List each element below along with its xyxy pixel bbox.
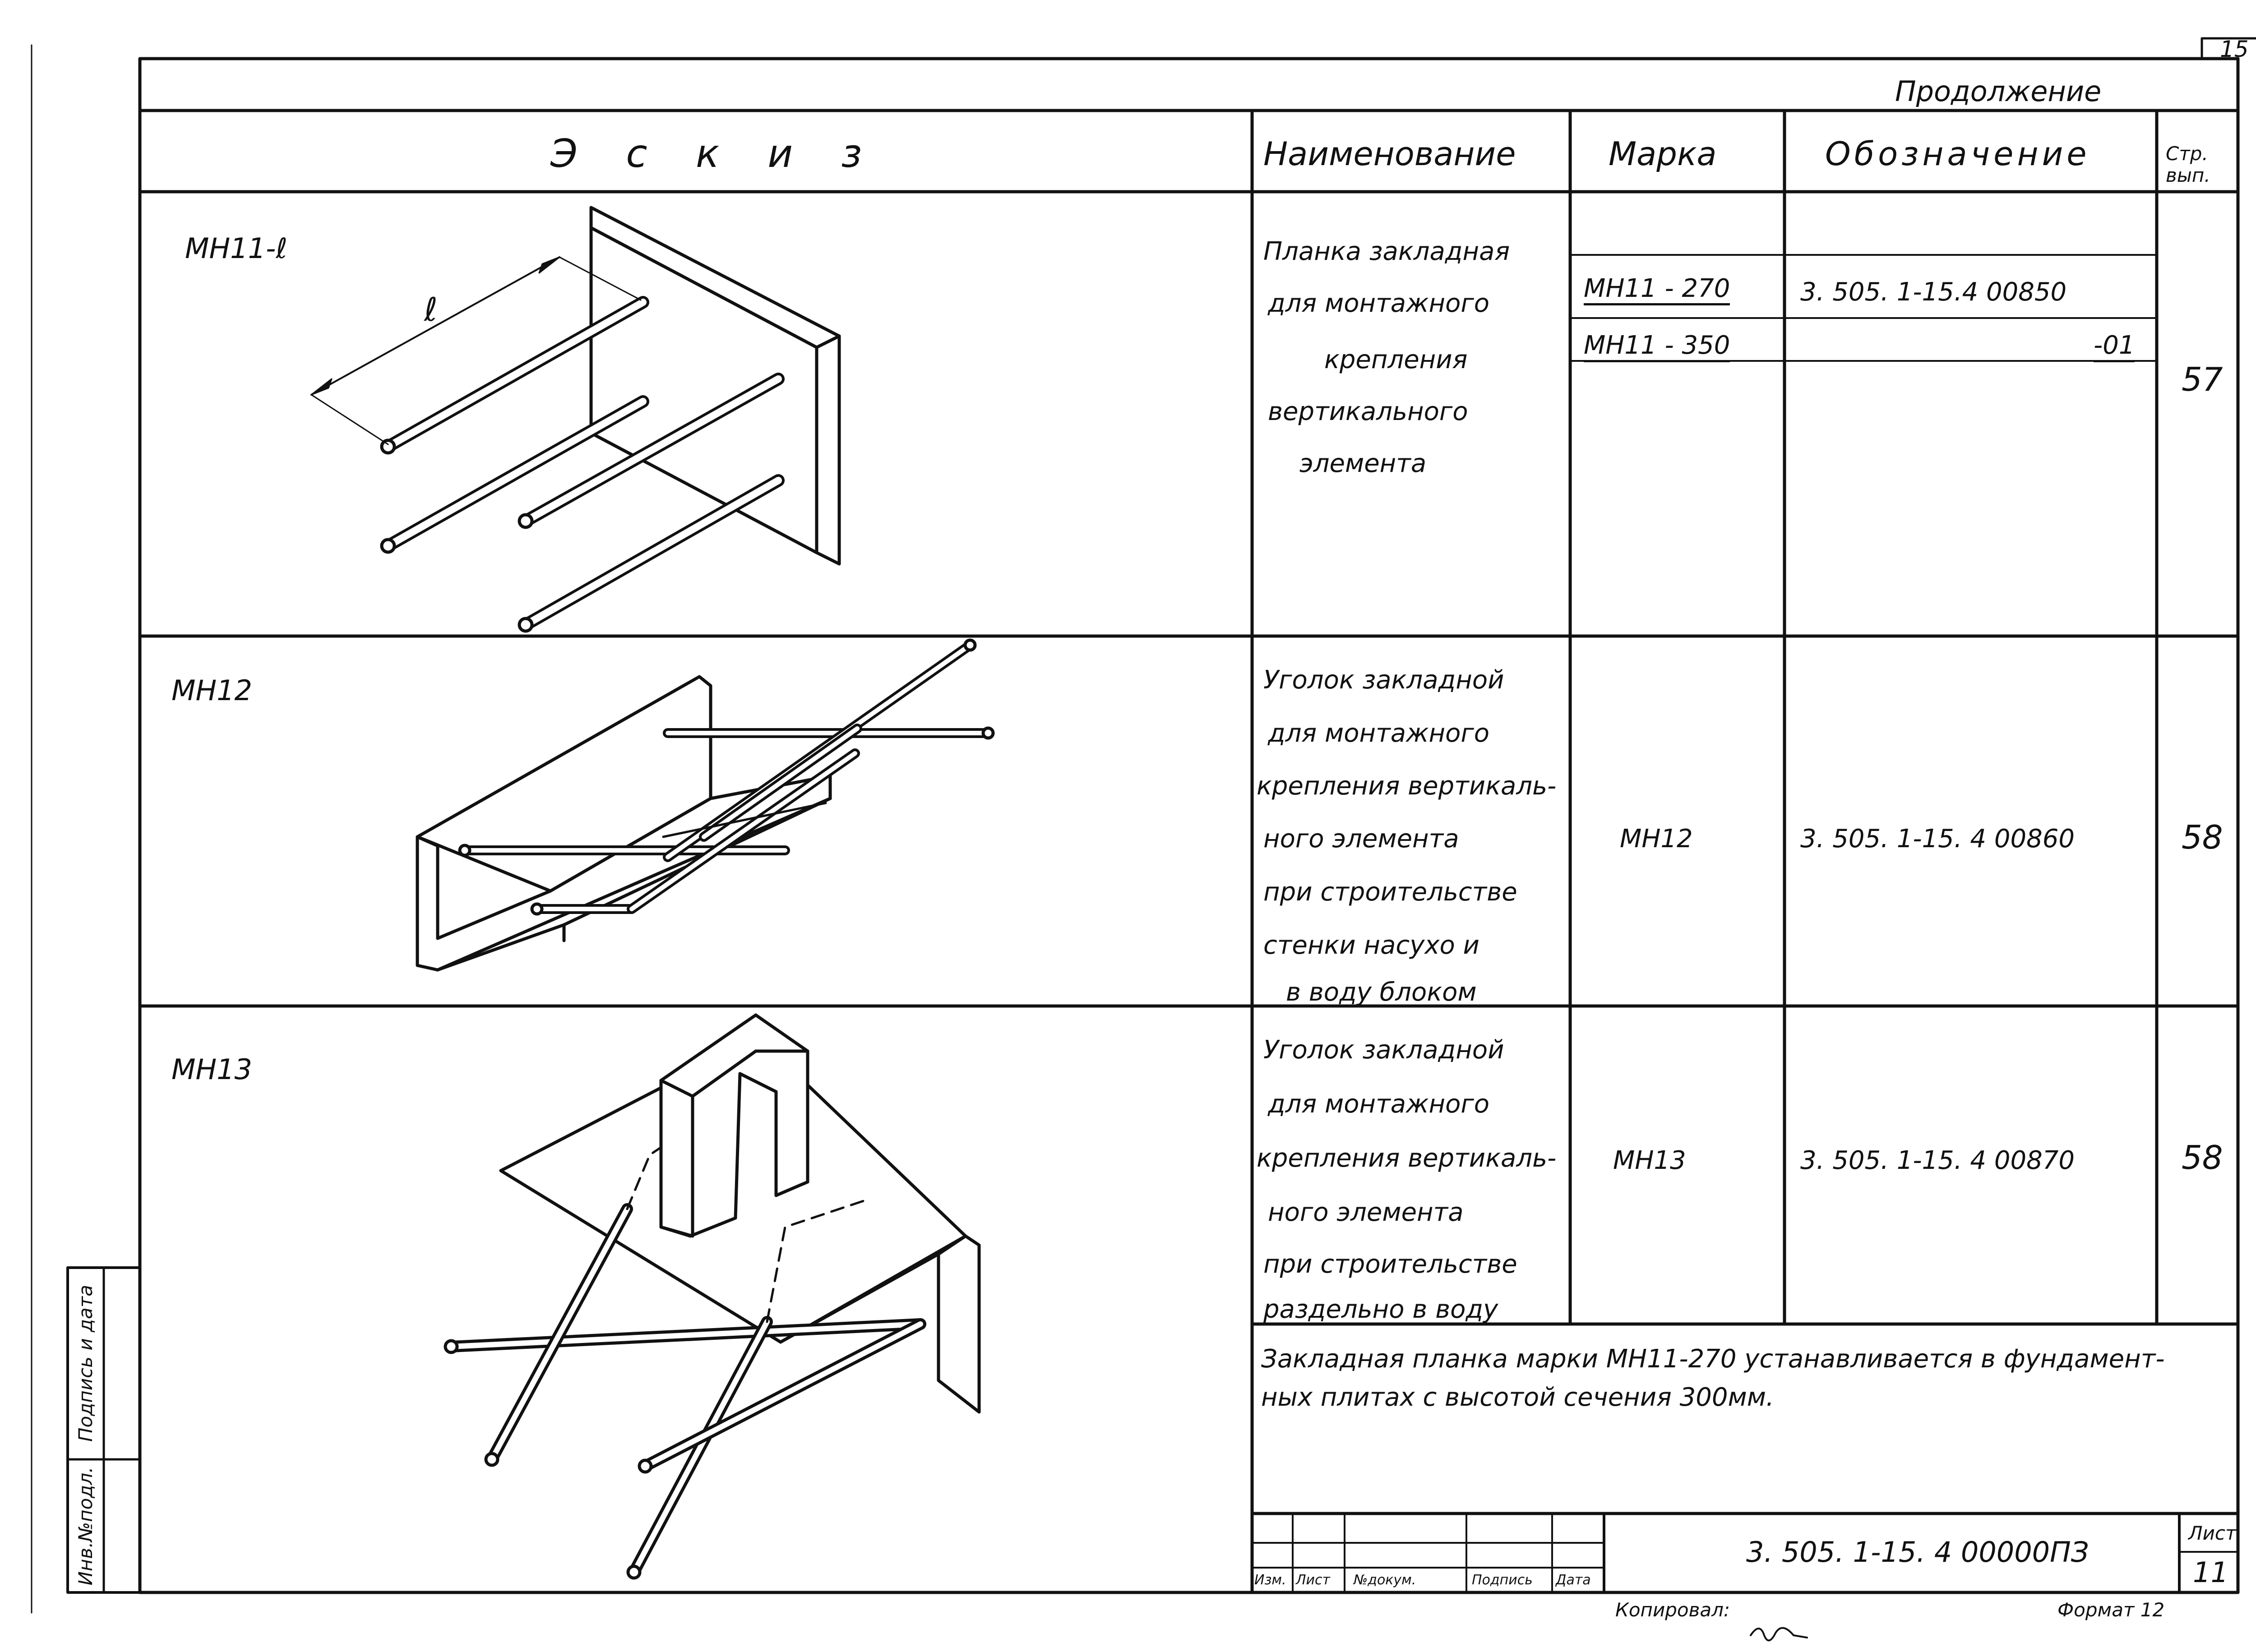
title-label: Дата xyxy=(1556,1572,1591,1588)
name-line: для монтажного xyxy=(1268,719,1490,748)
header-sketch: Э с к и з xyxy=(550,131,880,176)
sheet-number: 11 xyxy=(2193,1556,2228,1589)
name-line: в воду блоком xyxy=(1286,978,1477,1007)
name-line: стенки насухо и xyxy=(1263,931,1479,960)
sketch-mn12 xyxy=(416,638,995,972)
designation-value: 3. 505. 1-15. 4 00860 xyxy=(1800,824,2075,854)
mark-value: МН13 xyxy=(1613,1146,1686,1175)
header-page-top: Стр. xyxy=(2166,143,2208,165)
title-label: №докум. xyxy=(1354,1572,1416,1588)
note-line-2: ных плитах с высотой сечения 300мм. xyxy=(1261,1383,1774,1412)
name-line: при строительстве xyxy=(1263,1250,1517,1279)
sketch-mn13 xyxy=(444,1013,981,1580)
note-line-1: Закладная планка марки МН11-270 устанавл… xyxy=(1261,1344,2165,1374)
continuation-label: Продолжение xyxy=(1895,75,2102,108)
mark-value: МН11 - 350 xyxy=(1584,333,1730,362)
footer-copied: Копировал: xyxy=(1615,1599,1730,1621)
header-designation: Обозначение xyxy=(1825,135,2090,173)
name-line: ного элемента xyxy=(1268,1198,1464,1227)
side-stamp-inv: Инв.№подл. xyxy=(74,1467,97,1586)
header-mark: Марка xyxy=(1609,135,1717,173)
title-label: Изм. xyxy=(1254,1572,1286,1588)
signature xyxy=(1750,1627,1808,1642)
name-line: крепления вертикаль- xyxy=(1257,771,1557,801)
name-line: при строительстве xyxy=(1263,877,1517,907)
header-page-bottom: вып. xyxy=(2166,164,2210,186)
corner-sheet-number: 15 xyxy=(2220,36,2249,62)
name-line: вертикального xyxy=(1268,397,1468,426)
name-line: элемента xyxy=(1299,449,1427,478)
name-line: ного элемента xyxy=(1263,824,1459,854)
sketch-label-mn11: МН11-ℓ xyxy=(185,232,287,265)
document-number: 3. 505. 1-15. 4 00000ПЗ xyxy=(1746,1536,2089,1569)
title-label: Лист xyxy=(1296,1572,1331,1588)
title-label: Подпись xyxy=(1472,1572,1533,1588)
name-line: Уголок закладной xyxy=(1263,1035,1504,1065)
designation-value: 3. 505. 1-15.4 00850 xyxy=(1800,277,2067,307)
dimension-label: ℓ xyxy=(424,291,438,328)
designation-value: 3. 505. 1-15. 4 00870 xyxy=(1800,1146,2075,1175)
name-line: для монтажного xyxy=(1268,289,1490,318)
name-line: раздельно в воду xyxy=(1263,1295,1498,1324)
designation-value: -01 xyxy=(2094,333,2135,362)
name-line: Планка закладная xyxy=(1263,237,1510,266)
footer-format: Формат 12 xyxy=(2057,1599,2165,1621)
name-line: крепления xyxy=(1324,345,1468,374)
page-value: 58 xyxy=(2182,1139,2223,1177)
side-stamp-sign: Подпись и дата xyxy=(74,1285,97,1442)
header-name: Наименование xyxy=(1263,135,1516,173)
sketch-label-mn13: МН13 xyxy=(171,1053,253,1086)
page-value: 57 xyxy=(2182,360,2223,398)
name-line: для монтажного xyxy=(1268,1089,1490,1119)
page-value: 58 xyxy=(2182,818,2223,856)
mark-value: МН11 - 270 xyxy=(1584,276,1730,305)
mark-value: МН12 xyxy=(1620,824,1693,854)
sheet-label: Лист xyxy=(2188,1522,2237,1544)
sketch-label-mn12: МН12 xyxy=(171,674,253,707)
name-line: Уголок закладной xyxy=(1263,665,1504,695)
name-line: крепления вертикаль- xyxy=(1257,1144,1557,1173)
sketch-mn11 xyxy=(310,206,841,633)
